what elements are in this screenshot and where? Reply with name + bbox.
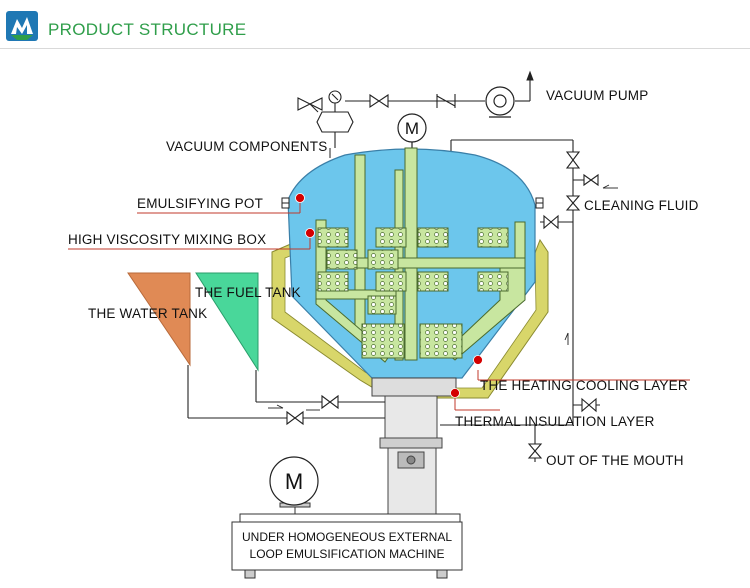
header-title: PRODUCT STRUCTURE bbox=[48, 20, 247, 39]
bottom-motor-icon bbox=[269, 456, 319, 506]
label-emulsifying-pot: EMULSIFYING POT bbox=[137, 196, 264, 211]
leader-markers bbox=[295, 193, 483, 398]
exhaust-arrow-icon bbox=[526, 70, 534, 81]
check-valve-icon bbox=[436, 94, 456, 108]
tank-valves-icon bbox=[286, 394, 339, 426]
label-out-of-the-mouth: OUT OF THE MOUTH bbox=[546, 453, 684, 468]
label-the-fuel-tank: THE FUEL TANK bbox=[195, 285, 301, 300]
fuel-tank bbox=[195, 272, 259, 372]
mixing-boxes bbox=[317, 227, 509, 359]
label-heating-cooling-layer: THE HEATING COOLING LAYER bbox=[480, 378, 688, 393]
safety-valve-icon bbox=[297, 97, 323, 113]
flow-arrows-icon bbox=[268, 184, 618, 411]
label-cleaning-fluid: CLEANING FLUID bbox=[584, 198, 699, 213]
product-logo-icon bbox=[6, 11, 38, 41]
header-divider bbox=[0, 48, 750, 49]
vacuum-filter-icon bbox=[316, 90, 354, 133]
leader-lines bbox=[68, 198, 690, 411]
label-thermal-insulation-layer: THERMAL INSULATION LAYER bbox=[455, 414, 655, 429]
water-tank bbox=[127, 272, 191, 367]
homogenizer-column bbox=[371, 377, 457, 515]
label-the-water-tank: THE WATER TANK bbox=[88, 306, 208, 321]
vacuum-pump-icon bbox=[485, 86, 515, 118]
machine-base bbox=[231, 502, 463, 579]
top-motor-icon bbox=[397, 113, 427, 152]
label-machine-line1: UNDER HOMOGENEOUS EXTERNAL bbox=[241, 530, 453, 544]
pot-nozzle-icons bbox=[281, 197, 544, 209]
right-valves-icon bbox=[527, 151, 599, 459]
bottom-motor-letter: M bbox=[285, 469, 303, 494]
label-vacuum-components: VACUUM COMPONENTS bbox=[166, 139, 328, 154]
label-machine-line2: LOOP EMULSIFICATION MACHINE bbox=[249, 547, 445, 561]
label-vacuum-pump: VACUUM PUMP bbox=[546, 88, 649, 103]
label-high-viscosity-mixing-box: HIGH VISCOSITY MIXING BOX bbox=[68, 232, 267, 247]
top-motor-letter: M bbox=[405, 119, 419, 138]
gate-valve-icon bbox=[369, 93, 389, 109]
